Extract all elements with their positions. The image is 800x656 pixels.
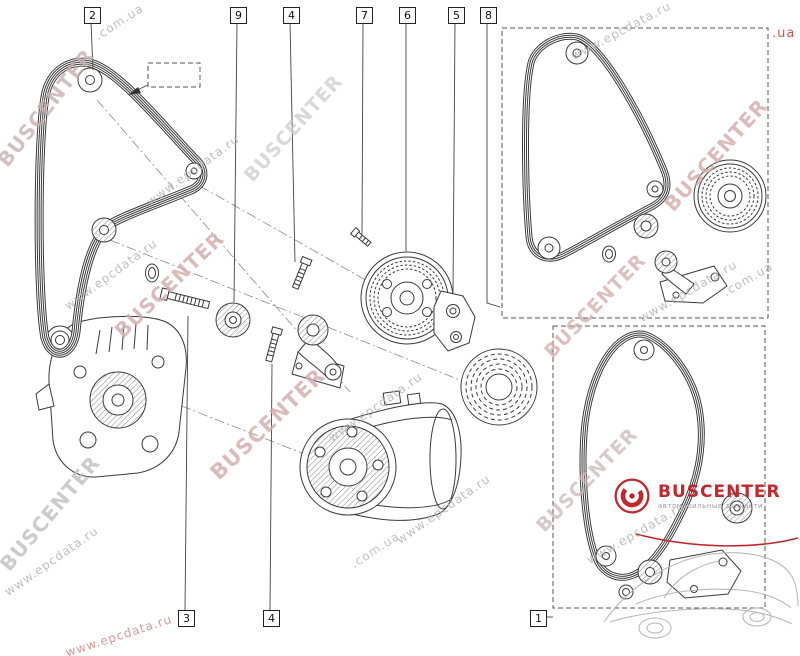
inset-kit-8 xyxy=(501,27,769,319)
car-wheel-rear xyxy=(742,607,772,627)
bolt-item4-lower xyxy=(265,326,283,363)
buscenter-logo: BUSCENTER автомобильные запчасти xyxy=(612,476,800,516)
callout-4-top[interactable]: 4 xyxy=(283,7,300,24)
leader-9 xyxy=(233,21,238,303)
idler-roller xyxy=(215,302,251,338)
car-sketch xyxy=(603,533,799,639)
main-tensioner-pulley xyxy=(91,217,117,243)
bracket-item5 xyxy=(433,290,476,352)
inset-8-tensioner xyxy=(654,250,728,304)
logo-swoosh xyxy=(635,533,799,547)
inset-8-ribbed-pulley xyxy=(693,159,767,233)
callout-7[interactable]: 7 xyxy=(356,7,373,24)
callout-5[interactable]: 5 xyxy=(448,7,465,24)
belt-tensioner xyxy=(291,314,345,389)
inset-8-ring xyxy=(602,245,616,263)
leader-lines xyxy=(90,21,553,618)
inset-1-tensioner xyxy=(637,549,742,599)
projection-lines xyxy=(63,99,471,465)
inset-kit-1 xyxy=(552,325,766,609)
callout-3[interactable]: 3 xyxy=(178,610,195,627)
inset-1-idler xyxy=(721,492,753,524)
leader-8 xyxy=(486,22,501,308)
bolt-item4-upper xyxy=(291,255,313,290)
leader-3 xyxy=(184,315,189,611)
inset-8-border xyxy=(501,27,769,319)
leader-4b xyxy=(269,363,273,611)
ac-compressor xyxy=(299,390,462,521)
callout-6[interactable]: 6 xyxy=(399,7,416,24)
leader-5 xyxy=(452,21,456,294)
crankshaft-pulley xyxy=(360,251,454,345)
logo-subtitle: автомобильные запчасти xyxy=(658,501,763,510)
alternator xyxy=(35,315,187,478)
leader-2 xyxy=(90,21,94,71)
inset-1-ring xyxy=(618,584,634,600)
callout-1[interactable]: 1 xyxy=(530,610,547,627)
car-wheel-front xyxy=(638,617,672,639)
leader-4a xyxy=(289,21,296,263)
inset-1-border xyxy=(552,325,766,609)
seal-ring xyxy=(145,263,159,283)
callout-9[interactable]: 9 xyxy=(230,7,247,24)
arrow-icon xyxy=(128,87,141,95)
top-idler-pulley xyxy=(77,67,103,93)
coiled-belt xyxy=(460,348,538,426)
bolt-item3 xyxy=(159,287,211,310)
callout-8[interactable]: 8 xyxy=(480,7,497,24)
logo-title: BUSCENTER xyxy=(658,481,781,502)
leader-7 xyxy=(361,21,364,235)
belt-note-box xyxy=(128,62,201,95)
callout-2[interactable]: 2 xyxy=(84,7,101,24)
drive-belt xyxy=(39,62,203,353)
bolt-item7 xyxy=(349,227,372,247)
inset-8-idler xyxy=(633,213,659,239)
upper-right-pulley xyxy=(185,162,203,180)
inset-1-belt xyxy=(583,334,701,577)
callout-4-bottom[interactable]: 4 xyxy=(263,610,280,627)
buscenter-disc-icon xyxy=(614,478,650,514)
